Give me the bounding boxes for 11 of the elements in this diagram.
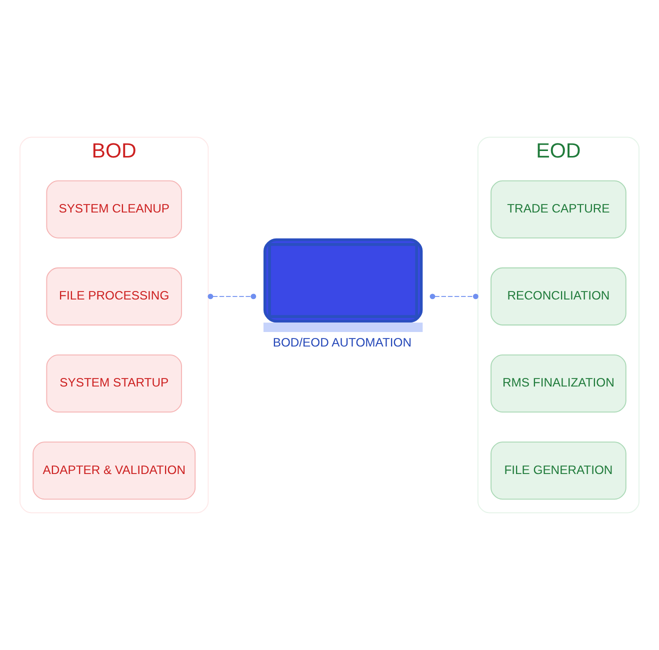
node-box: RMS FINALIZATION <box>490 354 626 413</box>
node-box: FILE PROCESSING <box>46 267 182 326</box>
node-box: FILE GENERATION <box>490 442 626 500</box>
node-box: SYSTEM CLEANUP <box>46 180 182 238</box>
node-label: BOD/EOD AUTOMATION <box>272 335 412 350</box>
connector <box>430 294 478 300</box>
connector <box>208 294 256 300</box>
node-box: ADAPTER & VALIDATION <box>32 442 196 500</box>
node-box: SYSTEM STARTUP <box>46 354 182 413</box>
node-box: RECONCILIATION <box>490 267 626 326</box>
node-box: TRADE CAPTURE <box>490 180 626 238</box>
